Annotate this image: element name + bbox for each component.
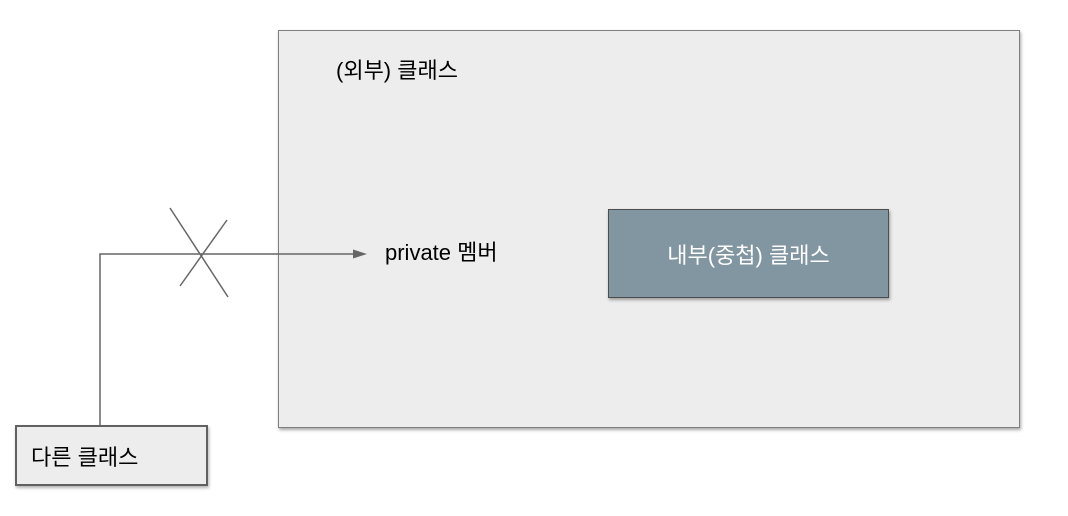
cross-line-2 bbox=[179, 219, 228, 287]
private-member-label: private 멤버 bbox=[385, 240, 498, 265]
other-class-box: 다른 클래스 bbox=[15, 425, 208, 486]
outer-class-label: (외부) 클래스 bbox=[336, 58, 458, 83]
denied-cross-icon bbox=[169, 207, 229, 298]
other-class-label: 다른 클래스 bbox=[31, 444, 139, 470]
inner-class-label: 내부(중첩) 클래스 bbox=[667, 242, 830, 268]
cross-line-1 bbox=[169, 207, 229, 298]
inner-class-box: 내부(중첩) 클래스 bbox=[608, 209, 889, 298]
